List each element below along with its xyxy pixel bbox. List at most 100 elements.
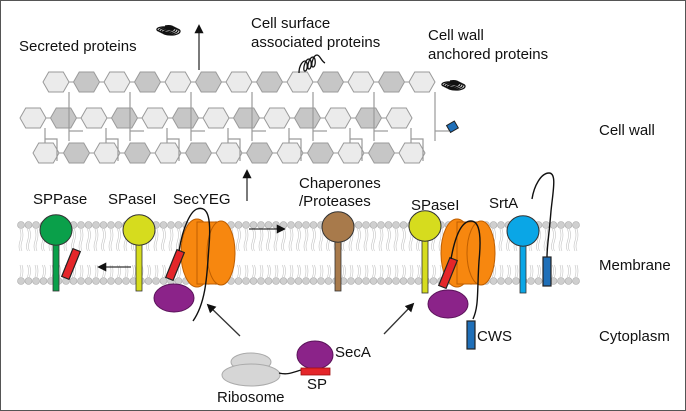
lipid-tail	[109, 264, 114, 278]
lipid-head-outer	[167, 221, 175, 229]
lipid-tail	[318, 228, 324, 252]
lipid-tail	[319, 264, 324, 278]
label-cell-wall: Cell wall	[599, 122, 655, 139]
lipid-head-outer	[32, 221, 40, 229]
glycan-hexagon-glcnac	[398, 142, 426, 164]
glycan-hexagon-glcnac	[276, 142, 304, 164]
lipid-head-outer	[294, 221, 303, 229]
lipid-head-inner	[317, 277, 325, 285]
glycan-hexagon-murnac	[232, 107, 261, 129]
secyeg-channel-left	[180, 218, 236, 288]
lipid-tail	[243, 228, 249, 252]
label-membrane: Membrane	[599, 257, 671, 274]
lipid-tail	[499, 264, 504, 278]
lipid-tail	[49, 264, 54, 278]
lipid-head-outer	[497, 221, 505, 229]
lipid-head-outer	[572, 221, 580, 229]
lipid-tail	[26, 228, 31, 252]
lipid-head-inner	[377, 277, 385, 285]
lipid-head-outer	[272, 221, 280, 229]
lipid-tail	[311, 228, 316, 252]
label-cell-surface-line2: associated proteins	[251, 34, 381, 51]
chaperone-protease-protein	[321, 211, 355, 292]
glycan-hexagon-glcnac	[42, 71, 70, 93]
lipid-tail	[363, 228, 369, 252]
lipid-head-inner	[107, 277, 115, 285]
glycan-hexagon-murnac	[367, 142, 396, 164]
lipid-head-outer	[549, 221, 558, 229]
lipid-tail	[258, 228, 264, 252]
peptide-crossbridge	[410, 128, 424, 161]
lipid-tail	[116, 228, 121, 252]
lipid-tail	[34, 264, 39, 278]
lipid-head-inner	[414, 277, 423, 285]
lipid-head-inner	[32, 277, 40, 285]
lipid-tail	[237, 264, 241, 278]
lipid-head-inner	[512, 277, 520, 285]
signal-peptide-in-channel-right	[437, 256, 459, 290]
lipid-tail	[27, 264, 31, 278]
lipid-head-inner	[17, 277, 25, 285]
lipid-tail	[514, 264, 519, 278]
spase-right-protein	[408, 210, 442, 294]
lipid-head-inner	[534, 277, 543, 285]
lipid-tail	[117, 264, 121, 278]
lipid-tail	[356, 228, 361, 252]
lipid-tail	[42, 264, 46, 278]
srta-protein	[506, 215, 540, 294]
lipid-head-outer	[17, 221, 25, 229]
lipid-tail	[529, 264, 534, 278]
glycan-hexagon-glcnac	[337, 142, 365, 164]
cell-wall-peptidoglycan	[19, 71, 449, 164]
secyeg-subunit	[206, 220, 236, 286]
lipid-head-inner	[84, 277, 93, 285]
peptide-crossbridge	[44, 128, 58, 161]
glycan-hexagon-glcnac	[324, 107, 352, 129]
lipid-head-inner	[24, 277, 33, 285]
lipid-head-inner	[557, 277, 565, 285]
glycan-hexagon-glcnac	[202, 107, 230, 129]
lipid-tail	[236, 228, 241, 252]
sppase-protein	[39, 214, 73, 292]
lipid-tail	[176, 228, 181, 252]
lipid-head-outer	[107, 221, 115, 229]
glycan-hexagon-murnac	[194, 71, 223, 93]
lipid-tail	[357, 264, 361, 278]
lipid-tail	[281, 228, 286, 252]
lipid-head-inner	[69, 277, 78, 285]
lipid-tail	[273, 228, 279, 252]
lipid-head-outer	[369, 221, 378, 229]
lipid-head-outer	[114, 221, 123, 229]
lipid-head-outer	[309, 221, 318, 229]
lipid-head-inner	[347, 277, 355, 285]
lipid-tail	[289, 264, 294, 278]
cws-in-membrane	[542, 256, 552, 287]
lipid-tail	[101, 228, 106, 252]
peptide-crossbridge	[288, 128, 302, 161]
glycan-hexagon-murnac	[171, 107, 200, 129]
glycan-hexagon-murnac	[133, 71, 162, 93]
lipid-head-outer	[399, 221, 408, 229]
lipid-head-inner	[279, 277, 288, 285]
lipid-tail	[288, 228, 294, 252]
lipid-head-outer	[249, 221, 258, 229]
lipid-head-outer	[242, 221, 250, 229]
lipid-head-inner	[369, 277, 378, 285]
label-srta: SrtA	[489, 195, 519, 212]
lipid-tail	[19, 264, 24, 278]
lipid-tail	[18, 228, 24, 252]
lipid-head-inner	[174, 277, 183, 285]
glycan-hexagon-murnac	[110, 107, 139, 129]
lipid-head-inner	[242, 277, 250, 285]
glycan-hexagon-glcnac	[408, 71, 436, 93]
lipid-head-outer	[564, 221, 573, 229]
lipid-head-inner	[39, 277, 48, 285]
label-cytoplasm: Cytoplasm	[599, 328, 670, 345]
lipid-head-inner	[564, 277, 573, 285]
lipid-head-outer	[377, 221, 385, 229]
lipid-tail	[387, 264, 391, 278]
lipid-head-outer	[92, 221, 100, 229]
lipid-head-outer	[99, 221, 108, 229]
seca-at-channel-right	[427, 289, 469, 319]
lipid-tail	[153, 228, 159, 252]
